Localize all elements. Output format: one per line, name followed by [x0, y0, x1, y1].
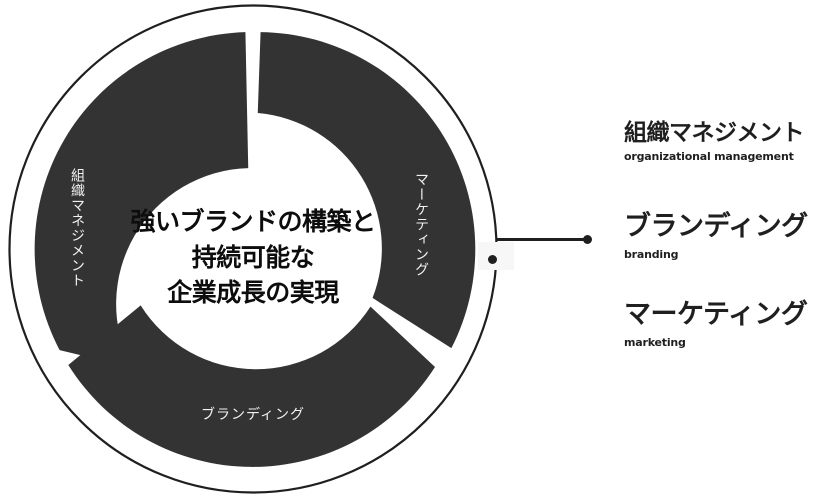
segment-branding[interactable]: [68, 305, 435, 467]
legend-item-label-ja: ブランディング: [624, 211, 808, 241]
legend-item-marketing[interactable]: マーケティング marketing: [624, 299, 808, 349]
legend-item-branding[interactable]: ブランディング branding: [624, 211, 808, 261]
legend-item-label-ja: マーケティング: [624, 299, 808, 329]
legend-item-label-en: organizational management: [624, 150, 794, 164]
center-headline: 強いブランドの構築と 持続可能な 企業成長の実現: [113, 205, 393, 312]
segment-organizational-management[interactable]: [34, 32, 249, 368]
segment-label-organizational-management: 組織マネジメント: [70, 168, 86, 288]
connector-dot-left: [488, 255, 497, 264]
segment-label-branding: ブランディング: [200, 406, 306, 422]
legend-item-label-en: branding: [624, 247, 679, 261]
connector-line-horizontal: [497, 238, 585, 241]
legend-item-label-en: marketing: [624, 335, 686, 349]
legend-item-label-ja: 組織マネジメント: [624, 119, 805, 145]
legend-item-organizational-management[interactable]: 組織マネジメント organizational management: [624, 119, 805, 164]
connector-dot-right: [583, 235, 592, 244]
center-headline-line-2: 持続可能な: [191, 243, 315, 272]
center-headline-line-1: 強いブランドの構築と: [130, 208, 376, 236]
segment-label-marketing: マーケティング: [414, 172, 430, 277]
segment-marketing[interactable]: [257, 32, 476, 349]
center-headline-line-3: 企業成長の実現: [167, 279, 339, 307]
